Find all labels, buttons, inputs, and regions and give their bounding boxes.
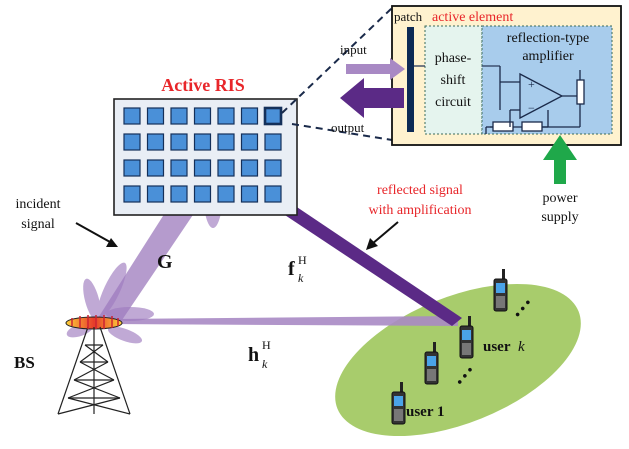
ris-element-cell (193, 185, 212, 203)
ris-element-cell (170, 185, 188, 203)
ris-element-cell (123, 107, 141, 125)
ris-element-cell (193, 133, 212, 151)
svg-text:k: k (262, 357, 268, 371)
channel-h-label: h H k (248, 338, 271, 371)
phone-icon (391, 382, 406, 425)
ris-element-cell (146, 159, 165, 177)
ris-element-cell (264, 133, 282, 151)
ris-element-cell (264, 159, 282, 177)
channel-f-label: f H k (288, 253, 307, 285)
resistor-icon (576, 79, 585, 105)
ris-element-cell (170, 107, 188, 125)
opamp-icon (485, 66, 585, 134)
ris-element-cell (123, 185, 141, 203)
ris-panel (113, 98, 298, 216)
ris-element-cell (217, 185, 235, 203)
ris-element-cell (123, 159, 141, 177)
phase-shift-line-2: shift (441, 73, 466, 88)
output-label: output (331, 120, 365, 135)
ris-element-cell (217, 133, 235, 151)
phone-icon (459, 316, 474, 359)
tower-icon (57, 315, 131, 415)
amplifier-block (481, 25, 613, 135)
reflected-pointer-arrow (366, 221, 399, 250)
reflected-signal-line-1: reflected signal (377, 183, 463, 198)
callout-lines (281, 7, 393, 141)
user-1-label: user 1 (406, 404, 444, 420)
user-cluster-ellipse (335, 283, 581, 437)
svg-text:user: user (483, 339, 511, 355)
ris-element-cell (240, 133, 259, 151)
bs-label: BS (14, 353, 35, 372)
ris-element-cell (217, 159, 235, 177)
power-label-line-1: power (543, 191, 578, 206)
phone-icon (493, 269, 508, 312)
ris-element-cell (123, 133, 141, 151)
svg-text:H: H (262, 338, 271, 352)
svg-text:k: k (298, 271, 304, 285)
ris-element-cell (146, 133, 165, 151)
incident-signal-line-2: signal (21, 217, 55, 232)
phase-shift-line-1: phase- (435, 51, 472, 66)
patch-label: patch (394, 9, 423, 24)
ris-element-cell (240, 185, 259, 203)
active-element-box: + − patch active element phase- shift ci… (391, 5, 622, 146)
active-element-label: active element (432, 10, 513, 25)
ris-element-cell (240, 159, 259, 177)
reflected-signal-line-2: with amplification (368, 203, 471, 218)
amplifier-line-1: reflection-type (507, 31, 589, 46)
opamp-minus: − (528, 101, 535, 115)
beam-h (112, 316, 458, 326)
phase-shift-line-3: circuit (435, 95, 471, 110)
input-arrow (346, 58, 405, 80)
user-phones (391, 269, 508, 425)
amplifier-line-2: amplifier (522, 49, 574, 64)
resistor-icon (521, 121, 543, 132)
ris-element-cell (217, 107, 235, 125)
active-ris-title: Active RIS (161, 75, 245, 95)
ris-element-cell (264, 185, 282, 203)
svg-text:k: k (518, 339, 525, 355)
power-arrow (543, 135, 577, 184)
output-arrow (340, 78, 404, 118)
ris-element-cell (170, 159, 188, 177)
ris-element-cell (263, 106, 283, 126)
svg-text:h: h (248, 344, 259, 366)
ris-element-cell (193, 159, 212, 177)
svg-text:H: H (298, 253, 307, 267)
incident-signal-line-1: incident (15, 197, 60, 212)
input-label: input (340, 42, 367, 57)
ris-element-cell (146, 107, 165, 125)
ris-element-cell (170, 133, 188, 151)
opamp-plus: + (528, 77, 535, 91)
user-k-label: user k (483, 339, 525, 355)
bs-radiation-lobes (66, 262, 154, 344)
incident-pointer-arrow (75, 222, 118, 247)
ris-element-cell (146, 185, 165, 203)
ris-element-grid (123, 106, 283, 203)
phone-icon (424, 342, 439, 385)
ris-element-cell (240, 107, 259, 125)
ris-element-cell (193, 107, 212, 125)
phase-shift-block (424, 25, 483, 135)
power-label-line-2: supply (541, 210, 578, 225)
patch-bar (407, 27, 414, 132)
channel-g-label: G (157, 251, 173, 273)
svg-text:f: f (288, 258, 295, 280)
